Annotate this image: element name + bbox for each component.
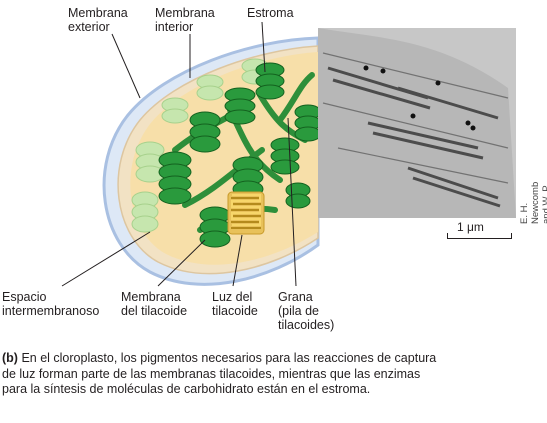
figure-caption: (b) En el cloroplasto, los pigmentos nec… bbox=[2, 351, 442, 398]
label-luz-del-tilacoide: Luz del tilacoide bbox=[212, 290, 258, 318]
caption-text: En el cloroplasto, los pigmentos necesar… bbox=[2, 351, 437, 396]
label-membrana-exterior: Membrana exterior bbox=[68, 6, 128, 34]
label-grana: Grana (pila de tilacoides) bbox=[278, 290, 335, 332]
label-membrana-interior: Membrana interior bbox=[155, 6, 215, 34]
label-espacio-intermembranoso: Espacio intermembranoso bbox=[2, 290, 100, 318]
caption-tag: (b) bbox=[2, 351, 18, 365]
electron-micrograph bbox=[318, 28, 516, 218]
label-estroma: Estroma bbox=[247, 6, 294, 20]
granum-cutaway bbox=[227, 191, 265, 235]
thylakoid-lumen bbox=[231, 194, 261, 226]
photo-credit: E. H. Newcomb and W. P. Wergin, Biologic… bbox=[519, 181, 547, 224]
scale-label: 1 μm bbox=[457, 220, 484, 234]
scale-bar bbox=[447, 233, 512, 239]
leader-lines bbox=[61, 21, 297, 287]
label-membrana-del-tilacoide: Membrana del tilacoide bbox=[121, 290, 188, 318]
background-grana bbox=[131, 58, 269, 233]
micrograph-image bbox=[318, 28, 516, 218]
